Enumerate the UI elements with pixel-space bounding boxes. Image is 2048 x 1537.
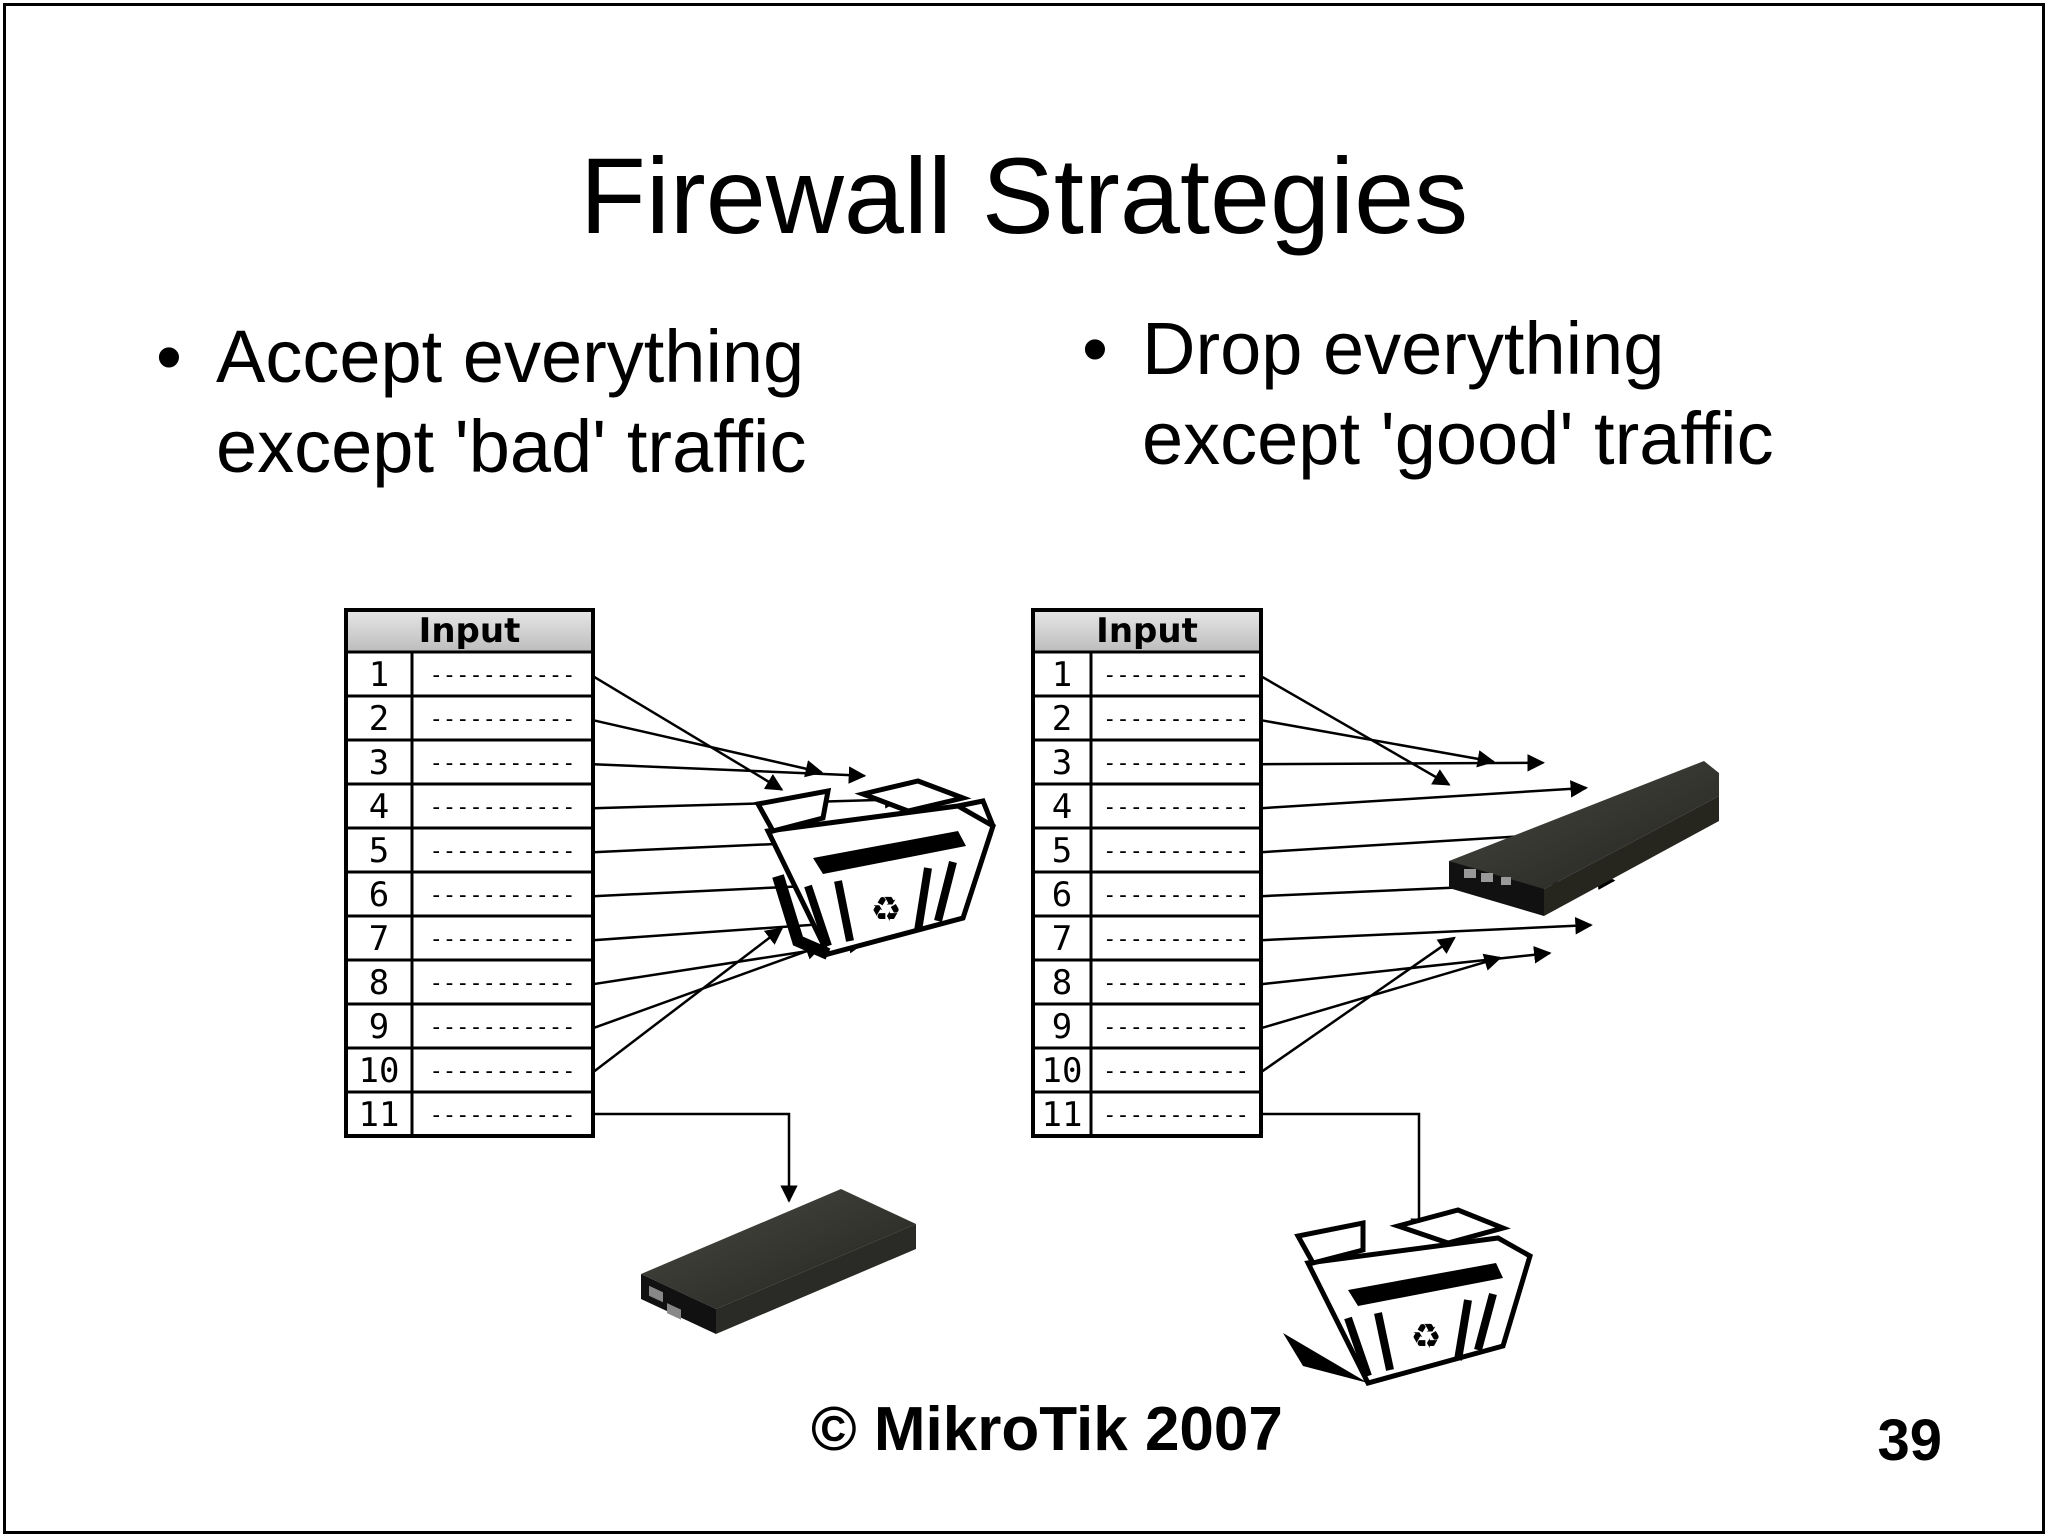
rule-placeholder: ----------- — [430, 1015, 576, 1040]
rule-number: 6 — [1052, 875, 1072, 915]
rule-placeholder: ----------- — [430, 795, 576, 820]
rule-arrow — [592, 762, 867, 784]
bullet-drop-everything: • Drop everything except 'good' traffic — [1082, 304, 1774, 484]
rule-arrow — [1260, 754, 1545, 772]
rule-arrow — [592, 791, 903, 810]
slide-title: Firewall Strategies — [579, 135, 1469, 256]
rule-number: 8 — [1052, 963, 1072, 1003]
rule-placeholder: ----------- — [430, 751, 576, 776]
rule-number: 1 — [1052, 655, 1072, 695]
rule-placeholder: ----------- — [430, 927, 576, 952]
rule-placeholder: ----------- — [430, 883, 576, 908]
recycle-bin-icon: ♻ — [1283, 1207, 1533, 1386]
rule-placeholder: ----------- — [1103, 707, 1249, 732]
page-number: 39 — [1877, 1408, 1942, 1473]
rule-number: 6 — [369, 875, 389, 915]
rule-placeholder: ----------- — [1103, 883, 1249, 908]
last-rule-arrow — [593, 1112, 798, 1203]
rule-number: 8 — [369, 963, 389, 1003]
rule-number: 7 — [369, 919, 389, 959]
rule-arrow — [1260, 718, 1496, 768]
rule-arrow — [1260, 936, 1456, 1074]
rule-placeholder: ----------- — [1103, 795, 1249, 820]
router-icon — [1449, 761, 1719, 916]
last-rule-arrow — [1261, 1112, 1428, 1236]
rule-placeholder: ----------- — [430, 971, 576, 996]
rule-number: 3 — [369, 743, 389, 783]
slide: Firewall Strategies • Accept everything … — [3, 3, 2045, 1534]
rule-number: 9 — [1052, 1007, 1072, 1047]
firewall-diagrams: Input 1 ----------- 2 ----------- 3 ----------… — [344, 608, 1719, 1386]
recycle-symbol: ♻ — [1412, 1305, 1440, 1359]
rule-placeholder: ----------- — [1103, 1015, 1249, 1040]
rule-number: 2 — [369, 699, 389, 739]
rule-number: 2 — [1052, 699, 1072, 739]
recycle-bin-icon: ♻ — [754, 778, 997, 960]
rule-number: 5 — [1052, 831, 1072, 871]
bullet-line-1: Accept everything — [216, 315, 805, 398]
rule-arrow — [1260, 946, 1552, 986]
left-rule-table: Input 1 ----------- 2 ----------- 3 ----------… — [344, 608, 595, 1138]
rule-arrow — [1260, 780, 1589, 810]
rule-placeholder: ----------- — [1103, 927, 1249, 952]
rule-number: 9 — [369, 1007, 389, 1047]
bullet-dot: • — [156, 315, 182, 398]
rule-arrow — [1260, 675, 1451, 786]
rule-placeholder: ----------- — [1103, 1103, 1249, 1128]
rule-arrow — [1260, 953, 1502, 1030]
rule-number: 4 — [1052, 787, 1072, 827]
table-header-label: Input — [1096, 611, 1198, 651]
router-icon — [641, 1189, 916, 1334]
bullet-line-2: except 'bad' traffic — [216, 405, 807, 488]
rule-placeholder: ----------- — [1103, 663, 1249, 688]
rule-placeholder: ----------- — [1103, 751, 1249, 776]
table-border — [344, 608, 595, 1138]
table-header-cell — [346, 610, 593, 652]
table-header-cell — [1033, 610, 1261, 652]
bullet-line-1: Drop everything — [1142, 307, 1665, 390]
rule-arrow — [1260, 917, 1593, 942]
rule-number: 3 — [1052, 743, 1072, 783]
rule-placeholder: ----------- — [430, 839, 576, 864]
rule-placeholder: ----------- — [430, 1103, 576, 1128]
rule-placeholder: ----------- — [1103, 1059, 1249, 1084]
right-rule-arrows — [1260, 675, 1616, 1236]
rule-number: 5 — [369, 831, 389, 871]
bullet-dot: • — [1082, 307, 1108, 390]
rule-arrow — [592, 675, 784, 791]
rule-number: 4 — [369, 787, 389, 827]
bullet-line-2: except 'good' traffic — [1142, 397, 1774, 480]
rule-placeholder: ----------- — [1103, 971, 1249, 996]
table-header-label: Input — [419, 611, 521, 651]
recycle-symbol: ♻ — [872, 878, 900, 932]
rule-arrow — [592, 927, 784, 1074]
footer-copyright: © MikroTik 2007 — [811, 1395, 1283, 1464]
bullet-accept-everything: • Accept everything except 'bad' traffic — [156, 312, 807, 492]
rule-placeholder: ----------- — [430, 707, 576, 732]
rule-number: 10 — [1042, 1051, 1083, 1091]
right-rule-table: Input 1 ----------- 2 ----------- 3 ----------… — [1031, 608, 1263, 1138]
rule-placeholder: ----------- — [1103, 839, 1249, 864]
rule-number: 10 — [359, 1051, 400, 1091]
rule-arrow — [592, 942, 824, 1030]
table-border — [1031, 608, 1263, 1138]
rule-placeholder: ----------- — [430, 663, 576, 688]
rule-number: 7 — [1052, 919, 1072, 959]
rule-placeholder: ----------- — [430, 1059, 576, 1084]
rule-arrow — [592, 718, 824, 778]
rule-number: 1 — [369, 655, 389, 695]
rule-number: 11 — [1042, 1095, 1083, 1135]
rule-number: 11 — [359, 1095, 400, 1135]
